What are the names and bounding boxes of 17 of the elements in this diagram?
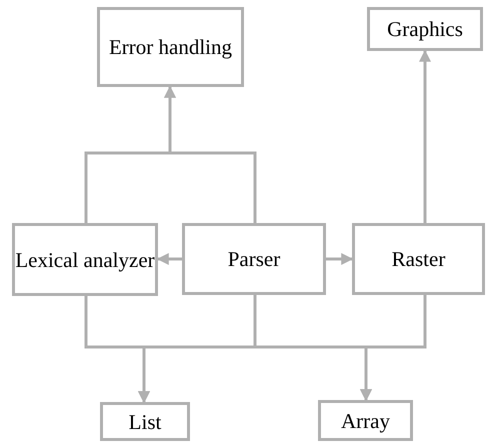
box-label: Graphics — [387, 16, 463, 42]
connector-arrow — [419, 50, 431, 223]
process-box — [12, 223, 158, 296]
process-box — [97, 7, 244, 87]
connector-arrow — [156, 253, 182, 265]
box-label: Array — [341, 408, 390, 434]
connector-arrow — [326, 253, 354, 265]
process-box — [352, 223, 485, 295]
box-label: List — [128, 408, 162, 434]
box-label: Parser — [228, 246, 280, 272]
process-box — [367, 7, 483, 51]
box-label: Lexical analyzer — [15, 246, 155, 272]
process-box — [318, 400, 413, 441]
process-box — [100, 402, 190, 441]
process-box — [182, 223, 326, 295]
box-label: Raster — [392, 246, 446, 272]
box-label: Error handling — [108, 34, 232, 60]
